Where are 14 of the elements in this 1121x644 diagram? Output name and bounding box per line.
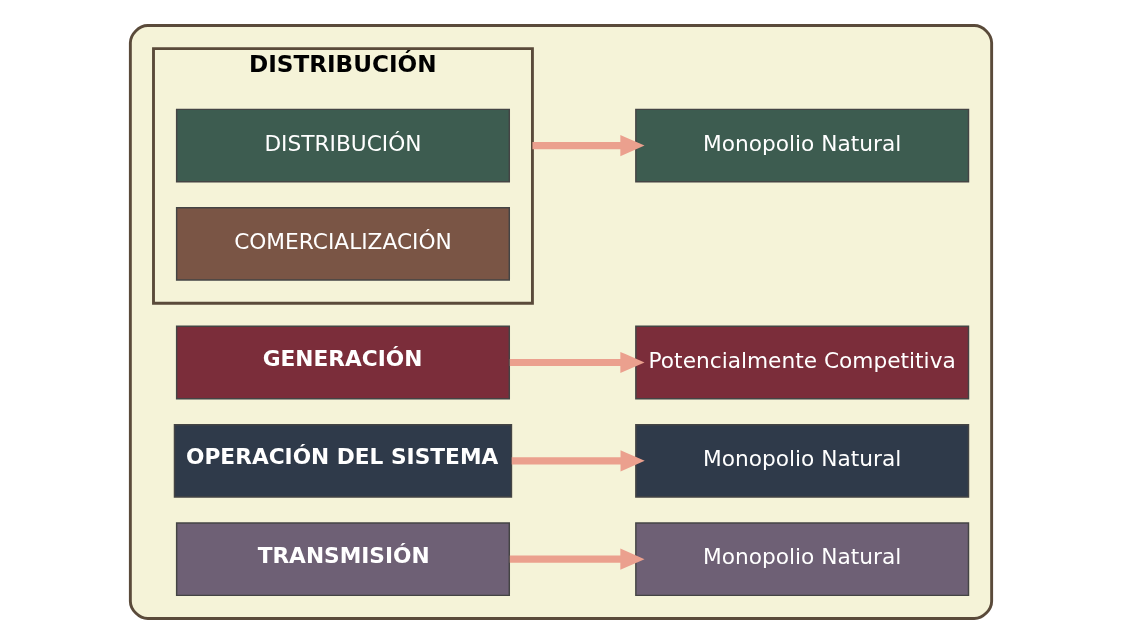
- node-box: Monopolio Natural: [634, 108, 969, 183]
- node-box: OPERACIÓN DEL SISTEMA: [173, 423, 512, 498]
- node-box: GENERACIÓN: [175, 325, 510, 400]
- node-box: Potencialmente Competitiva: [634, 325, 969, 400]
- cluster: [128, 24, 993, 620]
- node-box: TRANSMISIÓN: [175, 522, 510, 597]
- node-box: DISTRIBUCIÓN: [175, 108, 510, 183]
- arrow: [531, 134, 645, 157]
- node-box: Monopolio Natural: [634, 522, 969, 597]
- arrow: [511, 450, 645, 472]
- arrow: [509, 548, 645, 570]
- arrow: [509, 351, 645, 374]
- node-box: COMERCIALIZACIÓN: [175, 207, 510, 281]
- node-box: Monopolio Natural: [634, 423, 969, 498]
